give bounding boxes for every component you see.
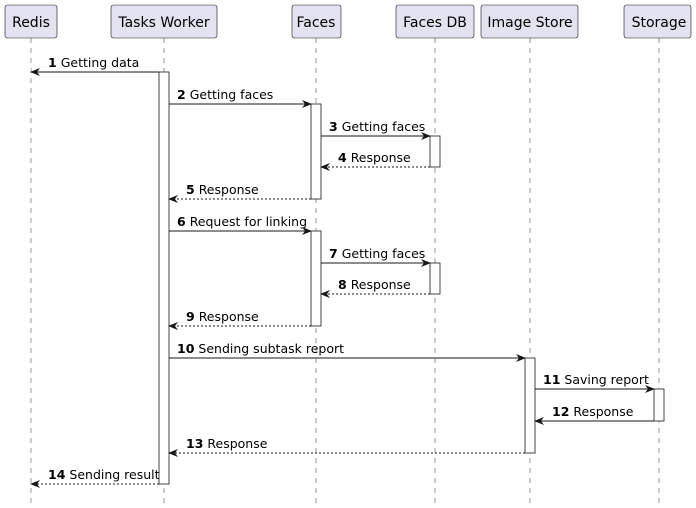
activation-bar-storage xyxy=(653,388,665,422)
activation-bar-image-store xyxy=(524,357,536,454)
lifelines xyxy=(30,38,660,505)
message-7: 7 Getting faces xyxy=(321,246,431,267)
message-text: Response xyxy=(199,182,259,197)
message-1: 1 Getting data xyxy=(30,55,159,76)
participant-faces: Faces xyxy=(291,4,342,39)
activation-bar-faces xyxy=(310,230,322,327)
message-number: 11 xyxy=(543,372,560,387)
message-8: 8 Response xyxy=(320,277,430,298)
participant-label: Faces xyxy=(297,15,336,31)
message-text: Request for linking xyxy=(190,214,307,229)
message-number: 9 xyxy=(186,309,195,324)
participant-tasks-worker: Tasks Worker xyxy=(110,4,218,39)
message-label: 4 Response xyxy=(338,150,411,165)
message-number: 13 xyxy=(186,436,203,451)
message-9: 9 Response xyxy=(168,309,311,330)
message-label: 2 Getting faces xyxy=(177,87,273,102)
message-number: 8 xyxy=(338,277,347,292)
message-12: 12 Response xyxy=(534,404,654,425)
message-label: 7 Getting faces xyxy=(329,246,425,261)
message-text: Response xyxy=(351,277,411,292)
message-text: Response xyxy=(207,436,267,451)
activation-bar-tasks-worker xyxy=(158,71,170,485)
message-label: 5 Response xyxy=(186,182,259,197)
message-label: 13 Response xyxy=(186,436,268,451)
message-number: 5 xyxy=(186,182,195,197)
participant-label: Redis xyxy=(12,15,50,31)
message-label: 6 Request for linking xyxy=(177,214,307,229)
message-text: Response xyxy=(573,404,633,419)
message-number: 1 xyxy=(48,55,57,70)
participant-image-store: Image Store xyxy=(480,4,579,39)
message-label: 11 Saving report xyxy=(543,372,649,387)
participant-label: Tasks Worker xyxy=(117,15,210,31)
message-number: 7 xyxy=(329,246,338,261)
message-2: 2 Getting faces xyxy=(169,87,312,108)
participant-redis: Redis xyxy=(4,4,58,39)
message-text: Sending subtask report xyxy=(198,341,344,356)
activation-bar-faces-db xyxy=(429,262,441,295)
message-label: 9 Response xyxy=(186,309,259,324)
participant-label: Image Store xyxy=(487,15,572,31)
message-5: 5 Response xyxy=(168,182,311,203)
message-text: Saving report xyxy=(564,372,649,387)
message-13: 13 Response xyxy=(168,436,525,457)
message-label: 12 Response xyxy=(552,404,634,419)
message-text: Getting data xyxy=(61,55,140,70)
message-number: 6 xyxy=(177,214,186,229)
message-text: Sending result xyxy=(69,467,159,482)
participant-faces-db: Faces DB xyxy=(395,4,475,39)
message-label: 10 Sending subtask report xyxy=(177,341,344,356)
participant-storage: Storage xyxy=(623,4,692,39)
message-label: 1 Getting data xyxy=(48,55,139,70)
message-6: 6 Request for linking xyxy=(169,214,312,235)
participant-label: Faces DB xyxy=(403,15,467,31)
message-text: Getting faces xyxy=(342,246,426,261)
message-text: Response xyxy=(199,309,259,324)
message-text: Getting faces xyxy=(190,87,274,102)
message-number: 4 xyxy=(338,150,347,165)
message-text: Response xyxy=(351,150,411,165)
message-label: 3 Getting faces xyxy=(329,119,425,134)
message-10: 10 Sending subtask report xyxy=(169,341,526,362)
message-4: 4 Response xyxy=(320,150,430,171)
message-text: Getting faces xyxy=(342,119,426,134)
activation-bar-faces-db xyxy=(429,135,441,168)
message-14: 14 Sending result xyxy=(30,467,160,488)
participant-label: Storage xyxy=(632,15,687,31)
message-number: 2 xyxy=(177,87,186,102)
message-number: 10 xyxy=(177,341,195,356)
message-label: 14 Sending result xyxy=(48,467,160,482)
message-number: 3 xyxy=(329,119,338,134)
message-3: 3 Getting faces xyxy=(321,119,431,140)
message-11: 11 Saving report xyxy=(535,372,655,393)
participants: Redis Tasks Worker Faces Faces DB Image Stor… xyxy=(4,4,692,39)
message-number: 12 xyxy=(552,404,569,419)
message-number: 14 xyxy=(48,467,66,482)
activations xyxy=(158,71,665,485)
activation-bar-faces xyxy=(310,103,322,200)
message-label: 8 Response xyxy=(338,277,411,292)
